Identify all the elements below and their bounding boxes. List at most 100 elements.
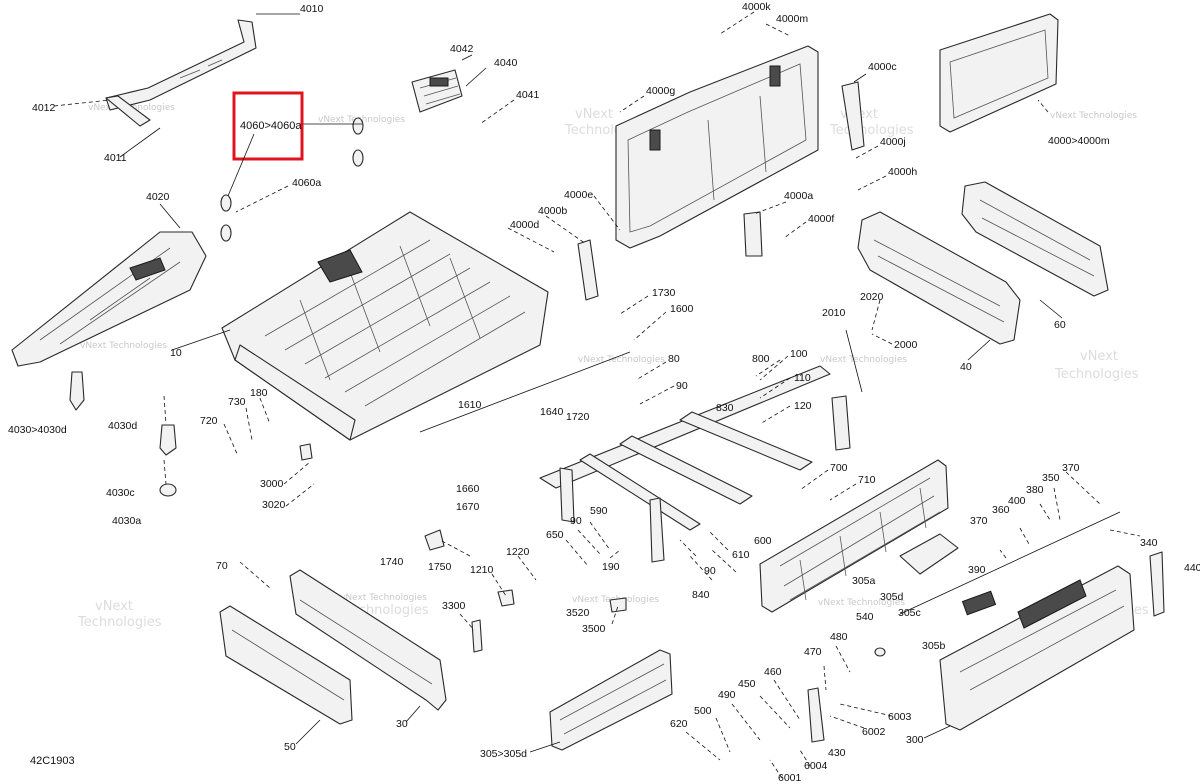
- callout-label: 4030>4030d: [8, 424, 67, 436]
- highlight-label: 4060>4060a: [240, 120, 302, 132]
- callout-label: 600: [754, 535, 772, 547]
- gate-brackets: [577, 81, 865, 301]
- callout-label: 360: [992, 504, 1010, 516]
- callout-label: 305a: [852, 575, 876, 587]
- callout-label: 70: [216, 560, 228, 572]
- part-30-panel: [289, 569, 447, 711]
- part-4000-small-gate: [939, 13, 1059, 133]
- part-800-frame: [419, 329, 863, 563]
- callout-label: 2010: [822, 307, 846, 319]
- part-4040-hinge: [411, 69, 463, 113]
- part-305-latches: [899, 511, 1121, 616]
- callout-label: 120: [794, 400, 812, 412]
- part-700-grille: [759, 459, 949, 613]
- callout-label: 500: [694, 705, 712, 717]
- watermark-text: Technologies: [77, 615, 162, 630]
- callout-label: 3000: [260, 478, 284, 490]
- callout-label: 305b: [922, 640, 946, 652]
- callout-label: 4000h: [888, 166, 917, 178]
- callout-label: 100: [790, 348, 808, 360]
- callout-label: 1600: [670, 303, 694, 315]
- callout-label: 2000: [894, 339, 918, 351]
- callout-label: 305d: [880, 591, 904, 603]
- callout-label: 380: [1026, 484, 1044, 496]
- part-4000-gate-frame: [615, 45, 819, 249]
- watermark-text: vNext Technologies: [80, 341, 167, 351]
- watermark-text: vNext Technologies: [820, 355, 907, 365]
- callout-label: 305c: [898, 607, 921, 619]
- callout-label: 400: [1008, 495, 1026, 507]
- callout-label: 710: [858, 474, 876, 486]
- callout-label: 460: [764, 666, 782, 678]
- callout-label: 4000b: [538, 205, 567, 217]
- callout-label: 450: [738, 678, 756, 690]
- callout-label: 1660: [456, 483, 480, 495]
- callout-label: 4000c: [868, 61, 897, 73]
- callout-label: 840: [692, 589, 710, 601]
- callout-label: 730: [228, 396, 246, 408]
- callout-label: 300: [906, 734, 924, 746]
- callout-label: 190: [602, 561, 620, 573]
- callout-label: 30: [396, 718, 408, 730]
- callout-label: 4000m: [776, 13, 808, 25]
- callout-labels: 4010 4012 4011 4042 4040 4041 4060a 4020…: [8, 1, 1200, 784]
- callout-label: 540: [856, 611, 874, 623]
- callout-label: 1210: [470, 564, 494, 576]
- callout-label: 4000e: [564, 189, 593, 201]
- watermark-text: vNext: [1080, 349, 1118, 364]
- callout-label: 4000j: [880, 136, 906, 148]
- callout-label: 1720: [566, 411, 590, 423]
- watermark-text: vNext Technologies: [340, 593, 427, 603]
- callout-label: 700: [830, 462, 848, 474]
- callout-label: 80: [668, 353, 680, 365]
- part-50-panel: [219, 605, 353, 725]
- callout-label: 800: [752, 353, 770, 365]
- callout-label: 90: [704, 565, 716, 577]
- callout-label: 370: [970, 515, 988, 527]
- callout-label: 6004: [804, 760, 828, 772]
- callout-label: 3020: [262, 499, 286, 511]
- callout-label: 440: [1184, 562, 1200, 574]
- callout-label: 3300: [442, 600, 466, 612]
- callout-label: 590: [590, 505, 608, 517]
- callout-label: 305>305d: [480, 748, 527, 760]
- callout-label: 10: [170, 347, 182, 359]
- watermark-text: Technologies: [1054, 367, 1139, 382]
- callout-label: 4011: [104, 152, 127, 164]
- part-60-side-panel: [961, 181, 1109, 297]
- callout-label: 180: [250, 387, 268, 399]
- watermarks: vNext Technologies vNext Technologies vN…: [77, 103, 1149, 630]
- callout-label: 370: [1062, 462, 1080, 474]
- callout-label: 390: [968, 564, 986, 576]
- part-4010-bracket: [105, 19, 257, 127]
- callout-label: 1640: [540, 406, 564, 418]
- callout-label: 4060a: [292, 177, 321, 189]
- watermark-text: vNext: [95, 599, 133, 614]
- callout-label: 1220: [506, 546, 530, 558]
- callout-label: 4030c: [106, 487, 135, 499]
- leader-lines: [53, 11, 1141, 779]
- callout-label: 4010: [300, 3, 324, 15]
- callout-label: 650: [546, 529, 564, 541]
- callout-label: 4000>4000m: [1048, 135, 1110, 147]
- callout-label: 1670: [456, 501, 480, 513]
- callout-label: 4020: [146, 191, 170, 203]
- part-4030-stands: [69, 371, 177, 497]
- callout-label: 40: [960, 361, 972, 373]
- callout-label: 110: [794, 372, 811, 384]
- callout-label: 490: [718, 689, 736, 701]
- callout-label: 4000d: [510, 219, 539, 231]
- callout-label: 4000k: [742, 1, 771, 13]
- callout-label: 3520: [566, 607, 590, 619]
- callout-label: 610: [732, 549, 750, 561]
- watermark-text: vNext Technologies: [1050, 111, 1137, 121]
- callout-label: 90: [676, 380, 688, 392]
- callout-label: 4041: [516, 89, 540, 101]
- callout-label: 830: [716, 402, 734, 414]
- callout-label: 60: [1054, 319, 1066, 331]
- callout-label: 1730: [652, 287, 676, 299]
- callout-label: 620: [670, 718, 688, 730]
- watermark-text: vNext Technologies: [578, 355, 665, 365]
